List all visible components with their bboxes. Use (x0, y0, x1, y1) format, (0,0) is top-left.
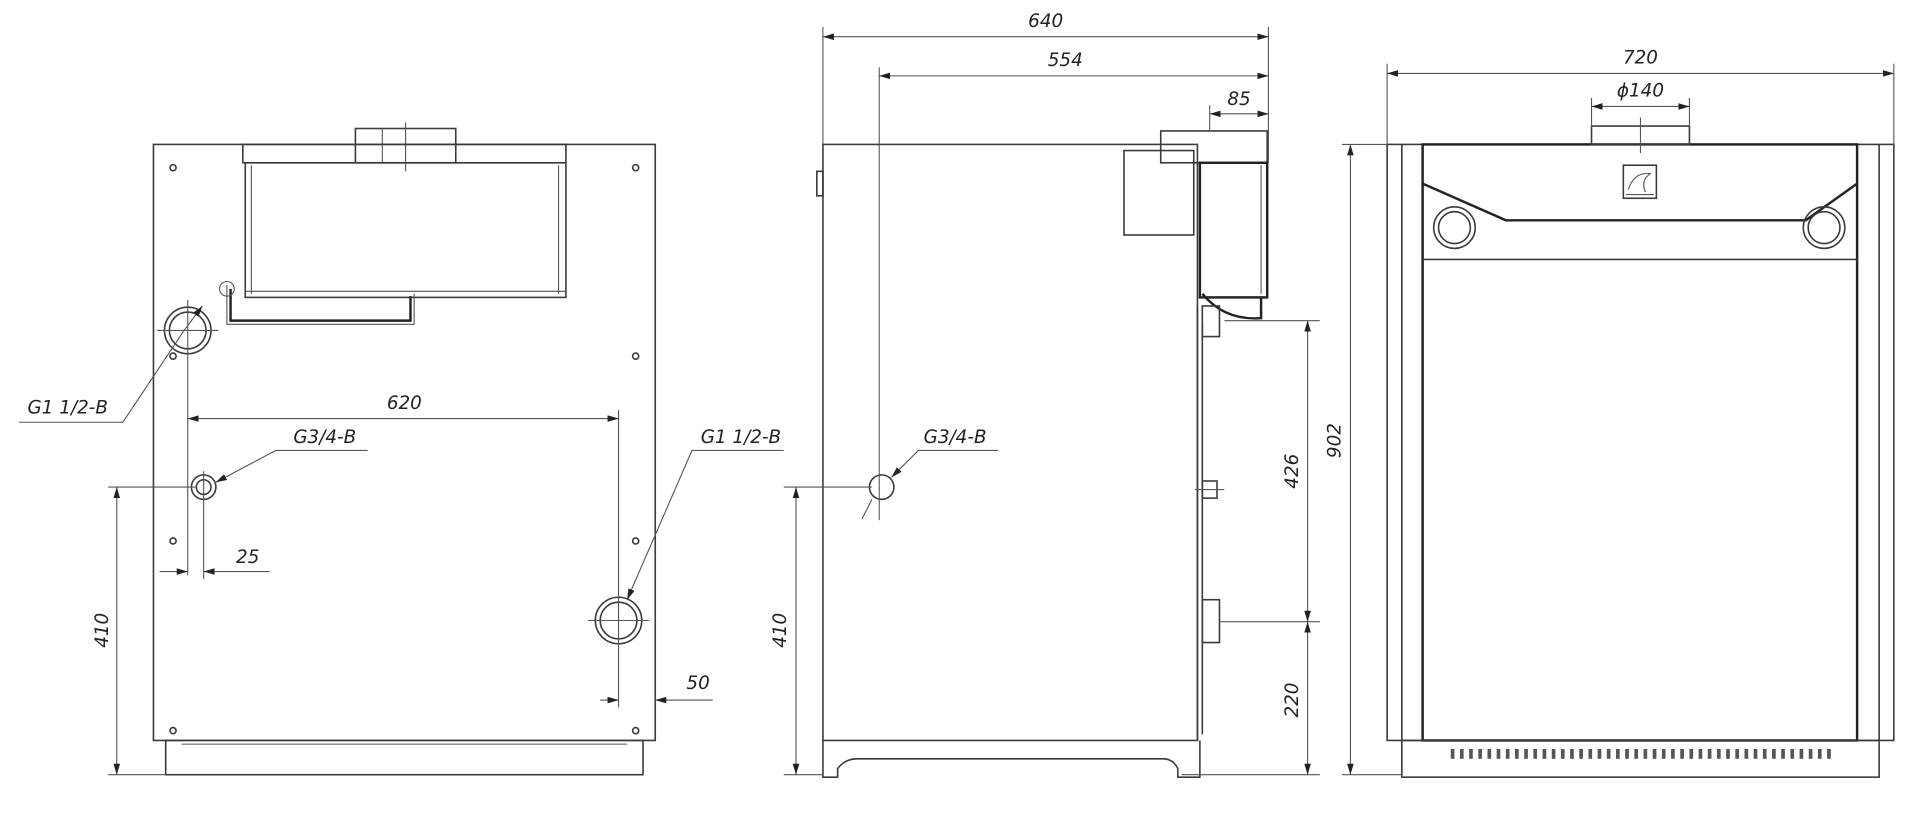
bottom-pipe-connection (587, 410, 650, 708)
vent-slot (1661, 749, 1666, 759)
dim-410-side: 410 (770, 613, 791, 648)
brand-logo (1622, 164, 1658, 200)
vent-slot (1616, 749, 1620, 759)
vent-slot (1606, 749, 1611, 759)
label-small-pipe-thread: G3/4-B (293, 427, 356, 448)
vent-slot (1808, 749, 1813, 759)
burner-housing (244, 161, 567, 299)
vent-slot (1551, 749, 1556, 759)
vent-slot (1652, 749, 1657, 759)
vent-slot (1478, 749, 1482, 759)
top-pipe-side (1201, 305, 1221, 338)
vent-slot (1772, 749, 1776, 759)
small-pipe-side (868, 474, 895, 501)
vent-slot (1459, 749, 1464, 759)
dim-85: 85 (1227, 89, 1250, 110)
vent-slot (1450, 749, 1455, 759)
dim-410-rear: 410 (92, 613, 113, 648)
dim-902: 902 (1325, 423, 1346, 458)
vent-slot (1762, 749, 1767, 759)
flue-outlet-side (1159, 130, 1268, 164)
vent-slot (1680, 749, 1684, 759)
front-base-grille (1401, 739, 1880, 778)
side-view: 640 554 85 G3/4-B 426 220 410 (770, 11, 1320, 778)
vent-slot (1597, 749, 1602, 759)
label-small-pipe-thread-side: G3/4-B (924, 427, 987, 448)
vent-slot (1716, 749, 1721, 759)
vent-slot (1781, 749, 1785, 759)
vent-slot (1817, 749, 1822, 759)
vent-slot (1744, 749, 1749, 759)
control-panel-edge (1422, 182, 1858, 222)
dim-25: 25 (236, 547, 259, 568)
top-pipe-connection (157, 299, 219, 576)
vent-slot (1469, 749, 1473, 759)
vent-slot (1579, 749, 1583, 759)
vent-slot (1588, 749, 1593, 759)
vent-slot (1533, 749, 1538, 759)
vent-slot (1496, 749, 1501, 759)
vent-slot (1625, 749, 1629, 759)
side-base (822, 740, 1201, 778)
vent-slot (1698, 749, 1703, 759)
dim-640: 640 (1028, 11, 1063, 32)
vent-slot (1726, 749, 1730, 759)
gas-tube (229, 288, 412, 322)
vent-slot (1707, 749, 1712, 759)
rear-panel (152, 143, 657, 742)
vent-slot (1735, 749, 1739, 759)
burner-housing-side (1198, 161, 1269, 299)
vent-slot (1487, 749, 1492, 759)
dim-flue-diameter: ϕ140 (1617, 81, 1664, 102)
dim-426: 426 (1282, 454, 1303, 489)
dim-554: 554 (1048, 50, 1083, 71)
dim-620: 620 (387, 393, 422, 414)
vent-slot (1643, 749, 1648, 759)
vent-slot (1524, 749, 1528, 759)
dim-720: 720 (1623, 48, 1658, 69)
front-door (1421, 143, 1859, 742)
vent-slot (1505, 749, 1510, 759)
vent-slot (1827, 749, 1831, 759)
vent-slot (1560, 749, 1565, 759)
vent-slot (1790, 749, 1795, 759)
vent-slot (1634, 749, 1639, 759)
plinth (164, 739, 644, 776)
dim-50: 50 (686, 673, 709, 694)
mounting-holes (169, 163, 640, 735)
vent-slot (1515, 749, 1519, 759)
vent-slot (1799, 749, 1804, 759)
bottom-pipe-side (1201, 598, 1221, 644)
rating-plate (1123, 149, 1195, 236)
left-indicator (1432, 206, 1477, 250)
label-bottom-pipe-thread: G1 1/2-B (701, 427, 781, 448)
ventilation-slots (1450, 749, 1831, 759)
vent-slot (1671, 749, 1675, 759)
vent-slot (1689, 749, 1694, 759)
label-top-pipe-thread: G1 1/2-B (28, 398, 108, 419)
vent-slot (1570, 749, 1574, 759)
right-indicator (1802, 206, 1846, 250)
vent-slot (1542, 749, 1547, 759)
front-casing (1386, 143, 1895, 742)
dim-220: 220 (1282, 683, 1303, 718)
rear-view: 620 G1 1/2-B G3/4-B G1 1/2-B 25 50 410 (18, 122, 784, 776)
vent-slot (1753, 749, 1758, 759)
front-view: 720 ϕ140 902 (1325, 48, 1895, 778)
